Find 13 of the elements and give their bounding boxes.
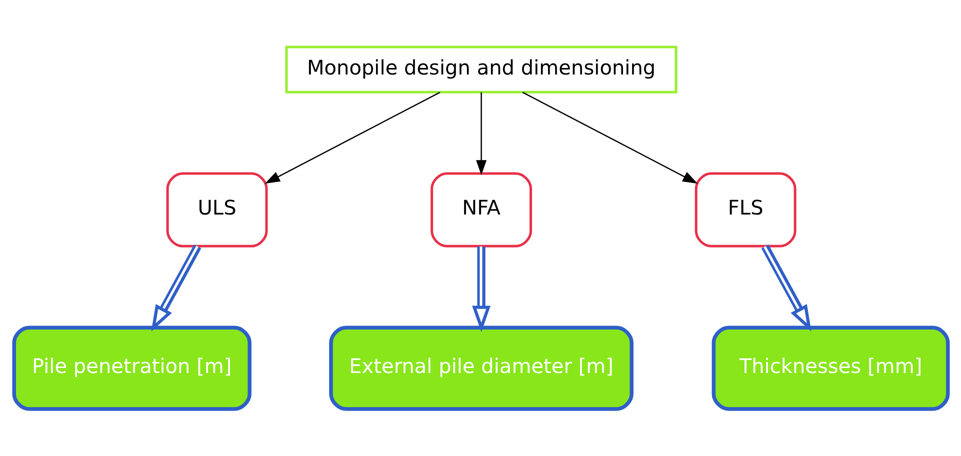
arrow — [760, 244, 811, 332]
arrow — [472, 246, 490, 332]
node-box: ULS — [166, 172, 268, 248]
node-box: Thicknesses [mm] — [711, 326, 950, 411]
node-box: Monopile design and dimensioning — [284, 46, 677, 94]
node-box: FLS — [694, 172, 796, 248]
node-box: External pile diameter [m] — [328, 326, 633, 411]
node-box: Pile penetration [m] — [12, 326, 251, 411]
arrow — [522, 92, 698, 184]
node-box: NFA — [430, 172, 532, 248]
arrow — [150, 244, 201, 332]
arrow — [476, 92, 486, 176]
arrow — [264, 92, 440, 184]
